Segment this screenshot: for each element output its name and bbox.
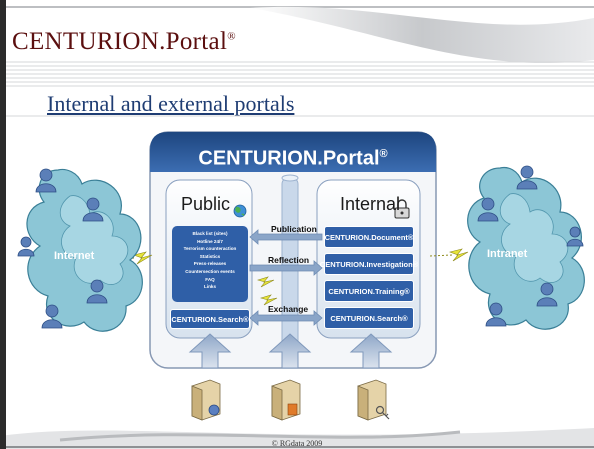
upload-arrow-icon [268,333,312,369]
user-icon [477,197,499,222]
padlock-icon [394,199,410,219]
list-item: Black list (sites) [192,231,228,236]
reflection-label: Reflection [268,255,310,265]
internal-search-module: CENTURION.Search® [324,307,414,329]
publication-label: Publication [271,224,317,234]
list-item: Terrorism counteraction [183,246,237,252]
list-item: Countersection events [185,268,235,274]
exchange-arrow-icon [249,310,323,326]
public-content-list: Black list (sites) Hotline 24/7 Terroris… [172,226,248,302]
intranet-label: Intranet [487,248,528,260]
user-icon [17,236,35,257]
list-item: FAQ [205,276,215,282]
user-icon [516,165,538,190]
user-icon [35,168,57,193]
intranet-cloud [467,166,585,330]
upload-arrow-icon [188,333,232,369]
lightning-icon [259,294,278,306]
user-icon [41,304,63,329]
exchange-label: Exchange [268,304,309,314]
bottom-swoosh [0,428,594,449]
server-icon [357,379,390,421]
lightning-icon [132,251,153,265]
user-icon [485,302,507,327]
key-icon [375,405,385,415]
globe-icon [233,204,247,218]
internet-cloud [26,168,143,332]
slide-title: Internal and external portals [47,91,295,116]
portal-panel-header [150,132,436,172]
bottom-swoosh-line [59,430,461,442]
portal-panel-title: CENTURION.Portal® [198,147,388,170]
top-swoosh [250,6,594,64]
list-item: Links [204,284,216,290]
document-module: CENTURION.Document® [324,226,414,248]
public-search-module: CENTURION.Search® [170,309,250,329]
lightning-icon [448,248,469,262]
user-icon [566,226,584,247]
publication-arrow-icon [249,229,323,245]
public-heading: Public [181,194,231,214]
copyright-footer: © RGdata 2009 [271,439,323,448]
training-module: CENTURION.Training® [324,280,414,302]
server-icon [191,379,221,421]
top-rule [0,6,594,8]
lightning-icon [256,276,275,288]
investigation-module: CENTURION.Investigation® [320,253,418,275]
server-icon [271,379,301,421]
list-item: Statistics [199,253,221,259]
upload-arrow-icon [349,333,393,369]
user-icon [82,197,104,222]
internet-label: Internet [54,250,95,262]
reflection-arrow-icon [249,260,323,276]
portal-logo: CENTURION.Portal® [12,28,236,55]
left-edge [0,0,6,449]
header-stripes [0,61,594,87]
list-item: Press-releases [193,261,227,267]
user-icon [536,282,558,307]
internal-heading: Internal [340,194,401,214]
user-icon [86,279,108,304]
list-item: Hotline 24/7 [197,238,223,244]
